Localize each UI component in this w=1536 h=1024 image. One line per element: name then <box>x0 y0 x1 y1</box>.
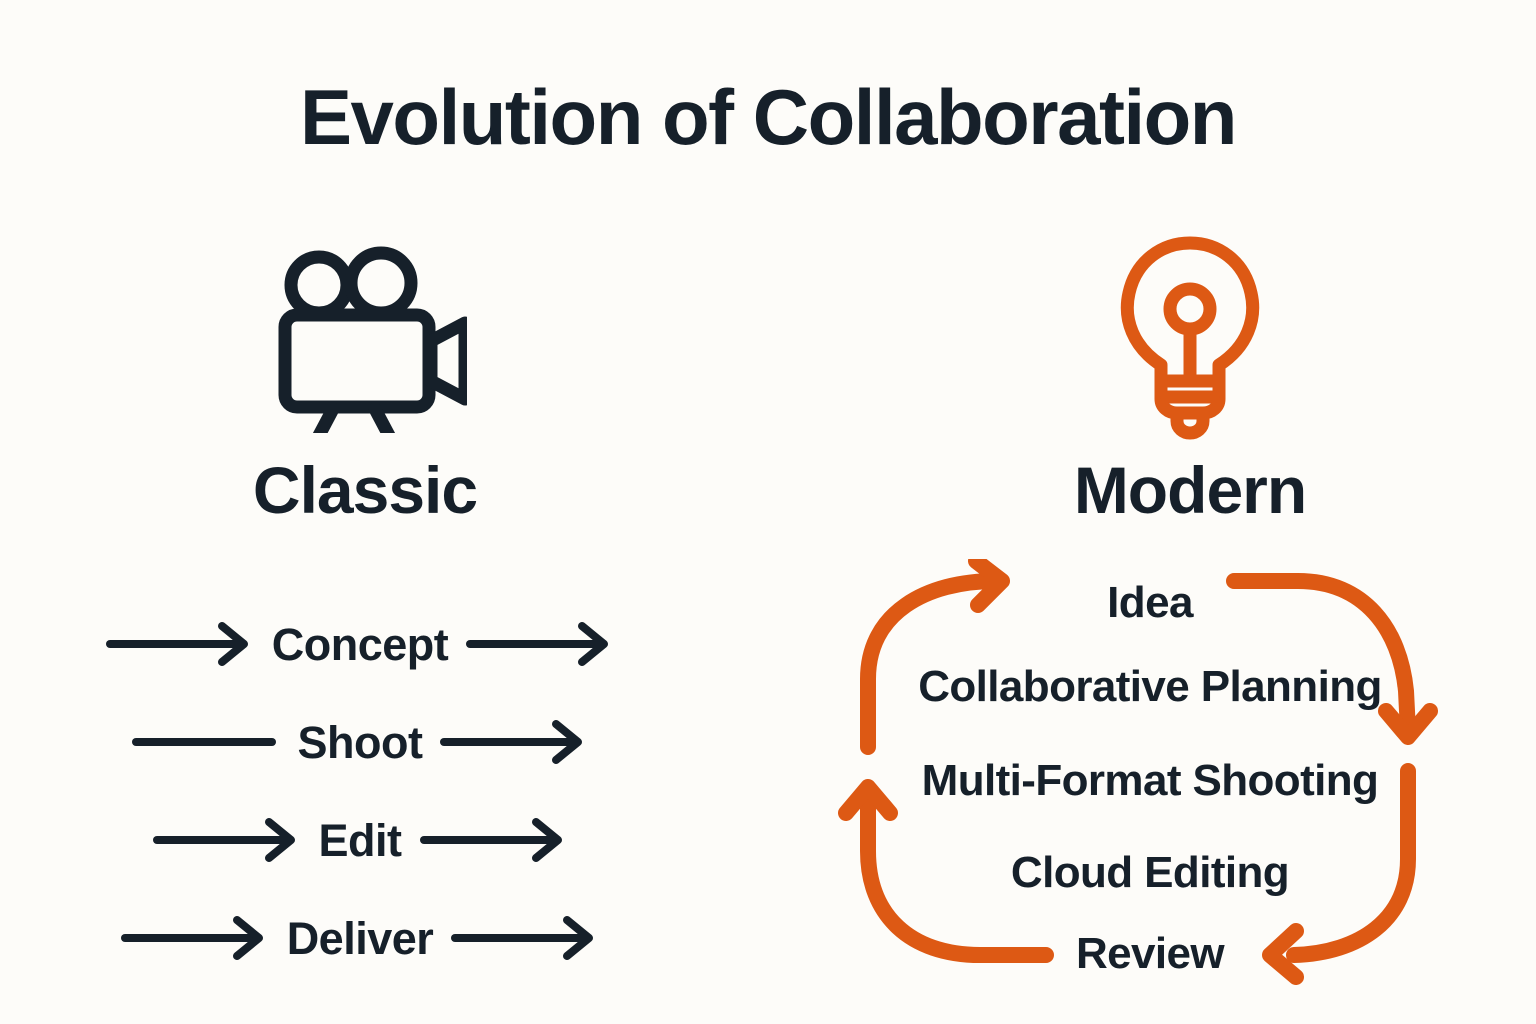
classic-column: Classic Concept <box>40 230 680 987</box>
film-camera-icon <box>278 246 467 433</box>
modern-cycle-diagram: Idea Collaborative Planning Multi-Format… <box>830 559 1470 989</box>
list-item: Idea <box>830 567 1470 640</box>
classic-step-list: Concept Shoot <box>40 595 680 987</box>
list-item: Review <box>830 918 1470 989</box>
arrow-right-icon <box>419 818 562 862</box>
film-camera-icon-wrap <box>40 230 680 445</box>
lightbulb-icon-wrap <box>830 230 1490 445</box>
arrow-right-icon <box>120 916 263 960</box>
step-label: Concept <box>271 618 449 670</box>
classic-heading: Classic <box>252 453 478 527</box>
step-label: Idea <box>1107 578 1193 628</box>
list-item: Collaborative Planning <box>830 640 1470 734</box>
modern-heading: Modern <box>1073 453 1307 527</box>
arrow-right-icon <box>466 622 609 666</box>
lightbulb-icon <box>1120 236 1260 440</box>
list-item: Multi-Format Shooting <box>830 734 1470 828</box>
cycle-step-list: Idea Collaborative Planning Multi-Format… <box>830 559 1470 989</box>
arrow-right-icon <box>451 916 594 960</box>
step-label: Multi-Format Shooting <box>921 755 1379 805</box>
list-item: Shoot <box>40 693 680 791</box>
list-item: Cloud Editing <box>830 828 1470 918</box>
line-plain-icon <box>131 738 276 746</box>
page-title: Evolution of Collaboration <box>300 73 1237 161</box>
step-label: Edit <box>318 814 403 866</box>
list-item: Edit <box>40 791 680 889</box>
arrow-right-icon <box>105 622 248 666</box>
step-label: Cloud Editing <box>1010 848 1290 898</box>
modern-column: Modern <box>830 230 1490 989</box>
list-item: Concept <box>40 595 680 693</box>
arrow-right-icon <box>440 720 583 764</box>
list-item: Deliver <box>40 889 680 987</box>
step-label: Deliver <box>286 912 434 964</box>
step-label: Review <box>1075 928 1225 978</box>
arrow-right-icon <box>152 818 295 862</box>
step-label: Shoot <box>297 716 423 768</box>
step-label: Collaborative Planning <box>918 661 1382 711</box>
